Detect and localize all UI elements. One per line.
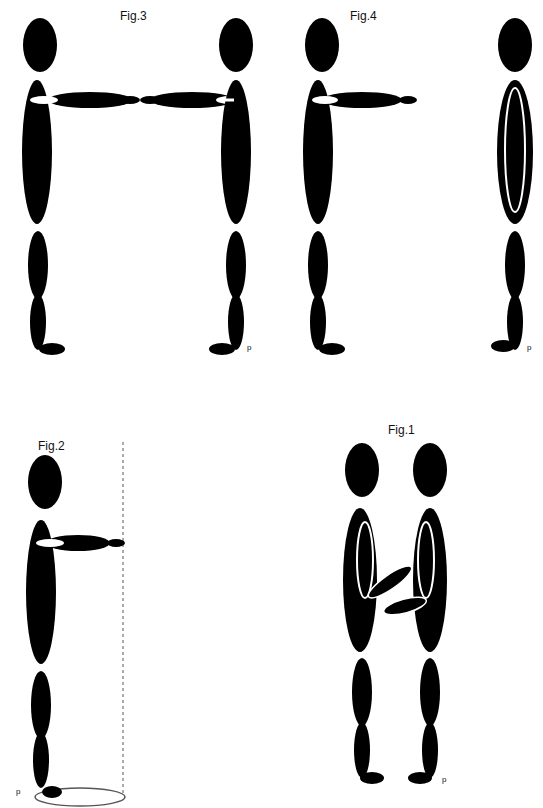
fig4-left-figure: [303, 18, 417, 355]
point-mark: p: [527, 344, 531, 352]
point-mark: p: [247, 344, 251, 352]
fig3-arms: [30, 92, 244, 108]
fig1-figures: [343, 443, 447, 784]
fig3-left-figure: [22, 18, 65, 355]
point-mark: p: [16, 788, 20, 796]
point-mark: p: [442, 776, 446, 784]
fig2-figure: [26, 442, 125, 806]
fig4-right-figure: [491, 18, 533, 352]
figure-number: Fig.4: [350, 10, 377, 22]
fig3-right-figure: [209, 18, 253, 355]
figure-number: Fig.3: [120, 10, 147, 22]
figure-number: Fig.1: [388, 424, 415, 436]
figure-number: Fig.2: [38, 440, 65, 452]
